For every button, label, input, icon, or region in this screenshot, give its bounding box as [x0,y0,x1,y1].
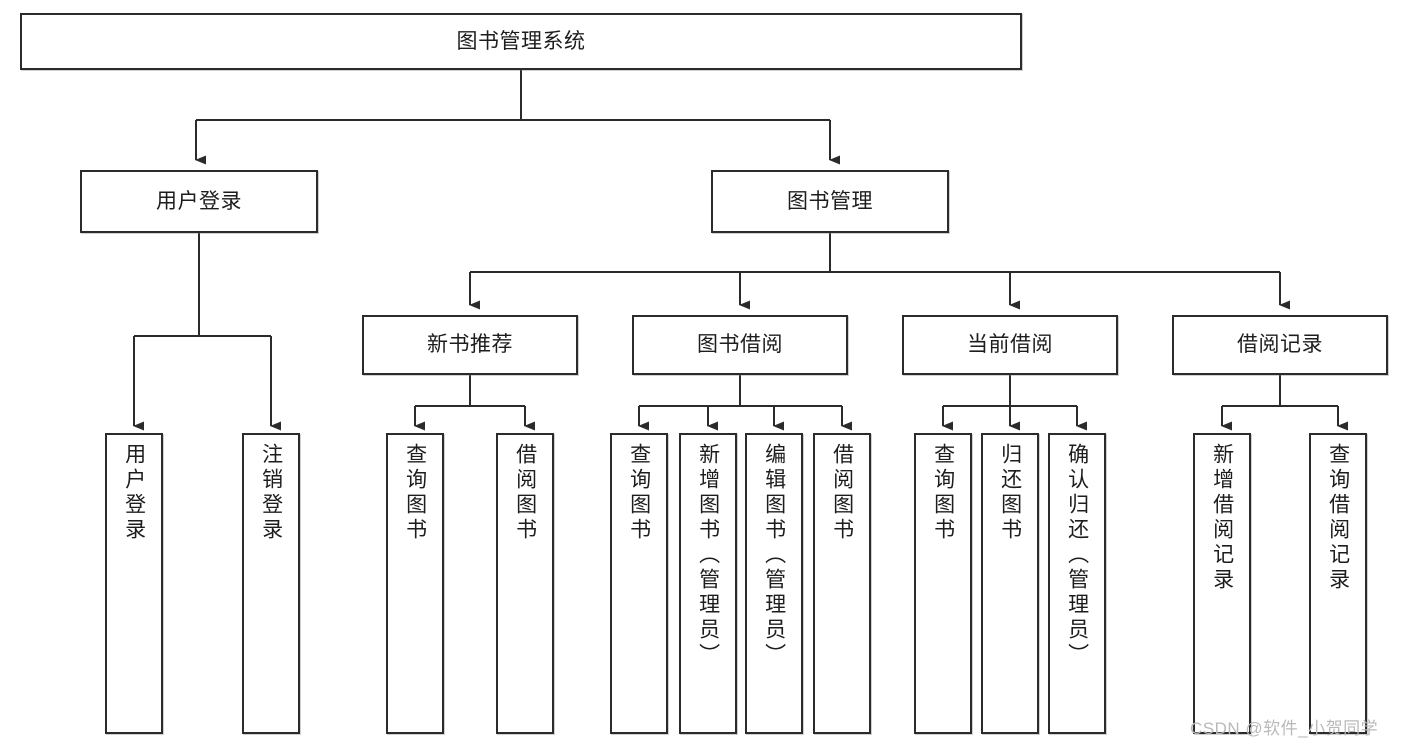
node-label: 借阅图书 [513,443,537,543]
node-label: 确认归还（管理员） [1065,443,1089,668]
node-leaf-query-book-3[interactable]: 查询图书 [914,433,972,734]
node-leaf-query-book-2[interactable]: 查询图书 [610,433,668,734]
node-label: 新增借阅记录 [1210,443,1234,593]
node-label: 查询图书 [627,443,651,543]
node-book-management[interactable]: 图书管理 [711,170,949,233]
node-leaf-logout-login[interactable]: 注销登录 [242,433,300,734]
node-leaf-borrow-book-2[interactable]: 借阅图书 [813,433,871,734]
node-new-book-recommend[interactable]: 新书推荐 [362,315,578,375]
node-label: 新增图书（管理员） [696,443,720,668]
node-leaf-return-book[interactable]: 归还图书 [981,433,1039,734]
node-label: 当前借阅 [967,333,1053,357]
node-borrow-record[interactable]: 借阅记录 [1172,315,1388,375]
node-label: 图书借阅 [697,333,783,357]
node-leaf-query-book-1[interactable]: 查询图书 [386,433,444,734]
node-label: 查询图书 [931,443,955,543]
node-root-system[interactable]: 图书管理系统 [20,13,1022,70]
node-label: 借阅图书 [830,443,854,543]
node-user-login[interactable]: 用户登录 [80,170,318,233]
node-label: 编辑图书（管理员） [762,443,786,668]
node-current-borrow[interactable]: 当前借阅 [902,315,1118,375]
node-leaf-user-login[interactable]: 用户登录 [105,433,163,734]
node-label: 注销登录 [259,443,283,543]
node-label: 查询借阅记录 [1326,443,1350,593]
node-leaf-borrow-book-1[interactable]: 借阅图书 [496,433,554,734]
node-leaf-add-book[interactable]: 新增图书（管理员） [679,433,737,734]
node-label: 用户登录 [156,189,242,213]
node-leaf-query-record[interactable]: 查询借阅记录 [1309,433,1367,734]
node-leaf-confirm-return[interactable]: 确认归还（管理员） [1048,433,1106,734]
node-label: 归还图书 [998,443,1022,543]
node-label: 用户登录 [122,443,146,543]
node-leaf-edit-book[interactable]: 编辑图书（管理员） [745,433,803,734]
node-label: 查询图书 [403,443,427,543]
node-label: 图书管理系统 [456,29,586,53]
node-label: 借阅记录 [1237,333,1323,357]
node-label: 新书推荐 [427,333,513,357]
node-book-borrow[interactable]: 图书借阅 [632,315,848,375]
csdn-watermark: CSDN @软件_小贺同学 [1190,719,1379,738]
node-label: 图书管理 [787,189,873,213]
node-leaf-add-record[interactable]: 新增借阅记录 [1193,433,1251,734]
